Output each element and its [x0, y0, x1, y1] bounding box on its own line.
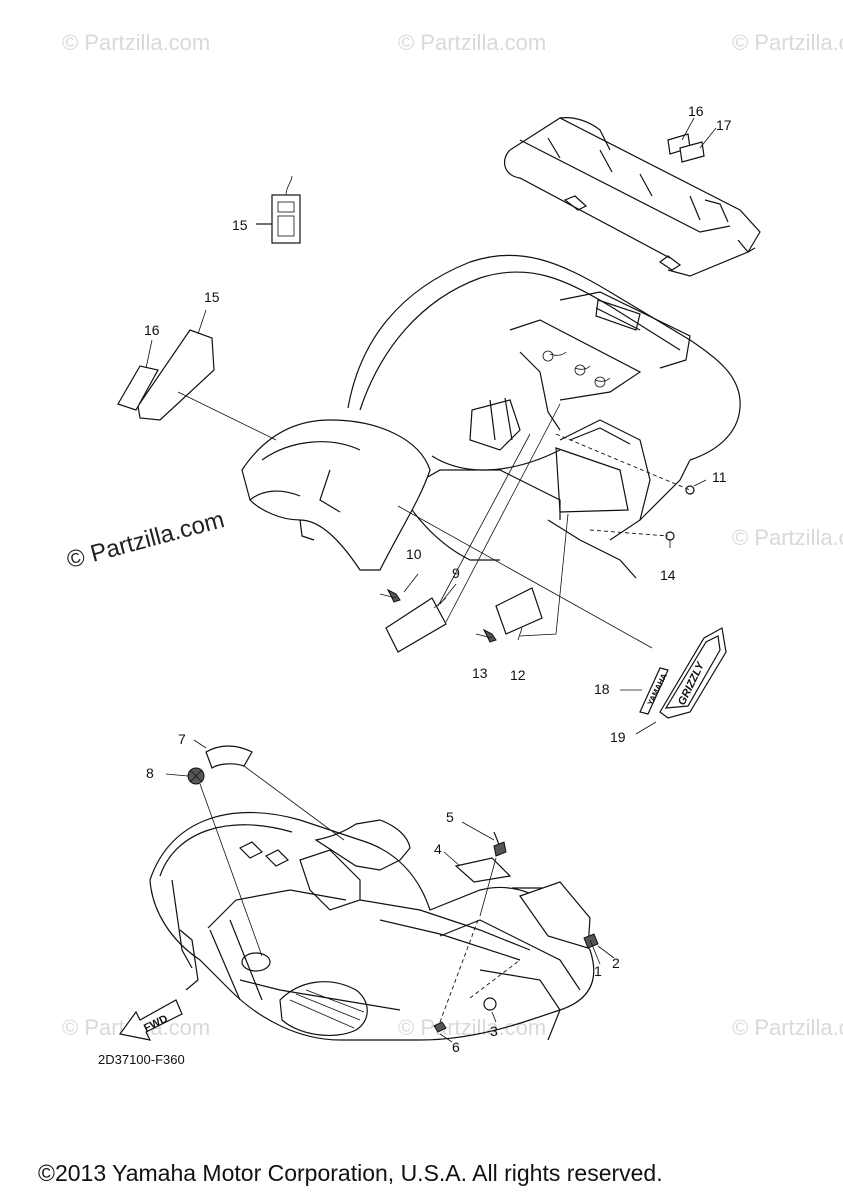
rear-decal-grizzly: YAMAHA GRIZZLY	[620, 627, 727, 735]
plate-9	[385, 597, 447, 653]
callout-3: 3	[490, 1023, 498, 1039]
callout-12: 12	[510, 667, 526, 683]
callout-15: 15	[204, 289, 220, 305]
screw-5	[461, 821, 507, 857]
callout-4: 4	[434, 841, 442, 857]
callout-6: 6	[452, 1039, 460, 1055]
callout-16b: 18	[594, 681, 610, 697]
labels-18-19	[667, 117, 717, 163]
front-decal-4	[443, 851, 512, 883]
rear-fender	[347, 254, 741, 579]
leader-lines-front	[199, 765, 615, 1043]
callout-1: 1	[594, 963, 602, 979]
callout-18: 16	[688, 103, 704, 119]
callout-8: 8	[146, 765, 154, 781]
copyright-notice: ©2013 Yamaha Motor Corporation, U.S.A. A…	[38, 1160, 663, 1186]
caution-tag-17	[256, 175, 301, 244]
callout-11: 11	[712, 469, 727, 485]
watermark: © Partzilla.com	[398, 1015, 547, 1040]
callout-15b: 19	[610, 729, 626, 745]
watermark: © Partzilla.com	[732, 1015, 843, 1040]
callout-7: 7	[178, 731, 186, 747]
plate-12	[495, 587, 543, 641]
fwd-arrow-icon: FWD	[118, 999, 183, 1041]
watermark: © Partzilla.com	[732, 525, 843, 550]
callout-13: 13	[472, 665, 488, 681]
watermark: © Partzilla.com	[732, 30, 843, 55]
watermark: © Partzilla.com	[62, 30, 211, 55]
front-emblem-8	[165, 767, 205, 785]
callout-5: 5	[446, 809, 454, 825]
rear-carrier-rack	[503, 117, 761, 277]
rear-side-cover	[241, 419, 431, 571]
watermark: © Partzilla.com	[398, 30, 547, 55]
callout-17: 15	[232, 217, 248, 233]
callout-2: 2	[612, 955, 620, 971]
callout-10: 10	[406, 546, 422, 562]
front-fender	[149, 811, 595, 1041]
callout-16: 16	[144, 322, 160, 338]
front-emblem-7	[193, 739, 253, 769]
front-side-decal	[433, 881, 599, 1033]
side-decal-left	[117, 309, 277, 441]
fasteners-rear	[379, 485, 695, 643]
leader-lines-rear	[397, 403, 707, 649]
callout-19: 17	[716, 117, 732, 133]
part-code: 2D37100-F360	[98, 1052, 185, 1067]
callout-14: 14	[660, 567, 676, 583]
callout-9: 9	[452, 565, 460, 581]
